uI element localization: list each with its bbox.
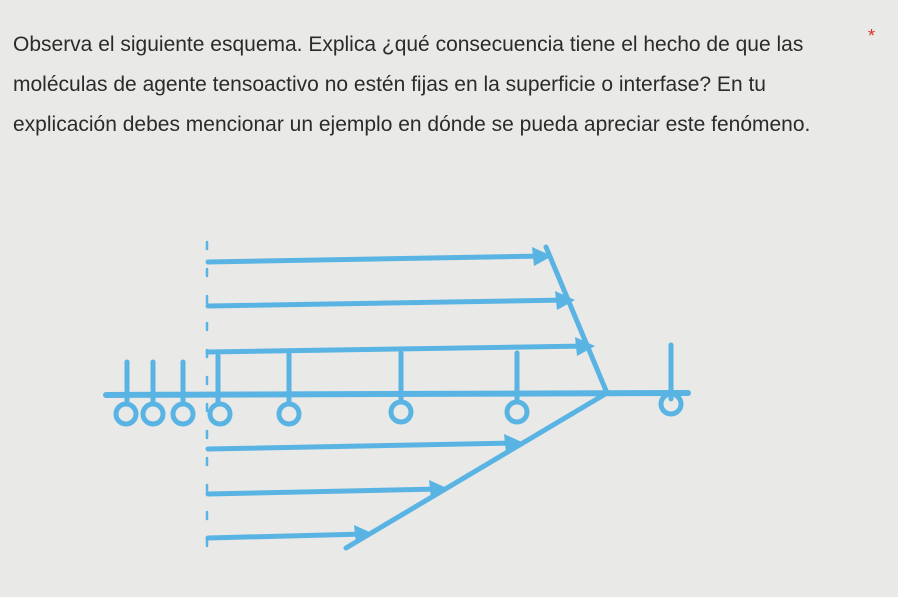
arrowhead-upper-mid <box>555 291 575 310</box>
arrowhead-lower-mid <box>575 337 595 356</box>
flow-arrow-lower-1 <box>205 440 518 452</box>
flow-arrow-top <box>205 253 548 265</box>
velocity-profile-lower <box>343 390 610 551</box>
flow-arrow-lower-3 <box>205 531 368 541</box>
molecule-head-1 <box>113 401 139 427</box>
flow-arrow-lower-2 <box>205 486 443 497</box>
arrowhead-lower-3 <box>354 525 374 544</box>
interface-line <box>103 390 691 398</box>
flow-arrow-lower-mid <box>205 343 591 355</box>
molecule-head-5 <box>276 401 302 427</box>
arrowhead-top <box>532 247 552 266</box>
arrowhead-lower-1 <box>504 434 524 453</box>
required-asterisk: * <box>868 26 876 46</box>
molecule-head-7 <box>504 399 530 425</box>
molecule-head-2 <box>140 401 166 427</box>
flow-arrow-upper-mid <box>205 297 571 309</box>
molecule-head-8 <box>658 391 684 417</box>
molecule-head-4 <box>207 401 233 427</box>
molecule-head-6 <box>388 399 414 425</box>
arrowhead-lower-2 <box>429 480 449 499</box>
question-text: Observa el siguiente esquema. Explica ¿q… <box>13 33 811 136</box>
velocity-profile-upper <box>543 244 610 396</box>
molecule-head-3 <box>170 401 196 427</box>
